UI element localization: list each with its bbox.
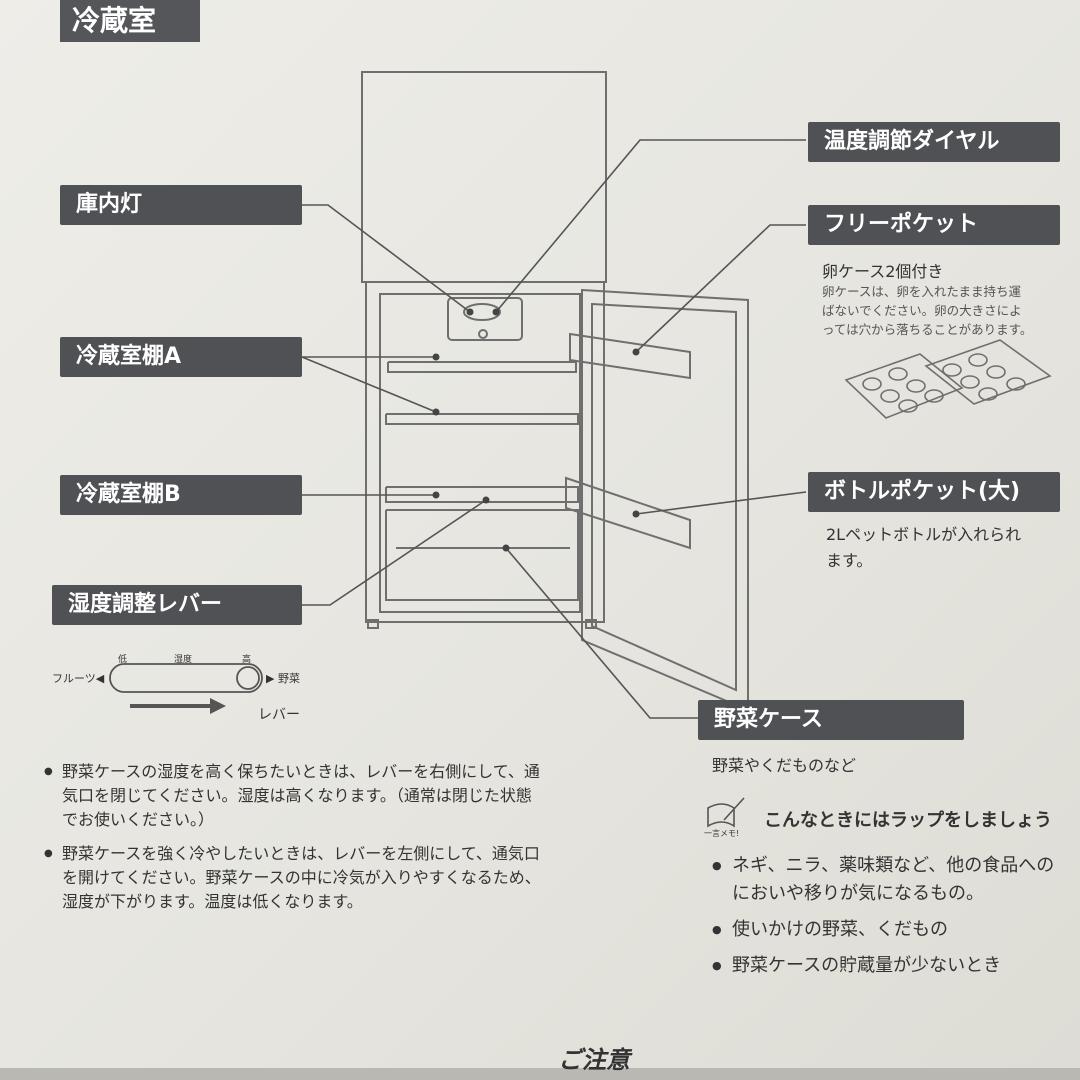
memo-item: 使いかけの野菜、くだもの: [712, 916, 1062, 944]
memo-item: 野菜ケースの貯蔵量が少ないとき: [712, 952, 1062, 980]
humidity-instructions: 野菜ケースの湿度を高く保ちたいときは、レバーを右側にして、通気口を閉じてください…: [44, 760, 544, 924]
label-shelf-b: 冷蔵室棚B: [60, 475, 302, 515]
memo-icon-label: 一言メモ!: [704, 829, 740, 838]
lever-right-label: ▶ 野菜: [266, 672, 300, 685]
lever-low-label: 低: [118, 655, 128, 665]
memo-list: ネギ、ニラ、薬味類など、他の食品への においや移りが気になるもの。 使いかけの野…: [712, 852, 1062, 988]
lever-high-label: 高: [242, 655, 252, 665]
bullet-item: 野菜ケースを強く冷やしたいときは、レバーを左側にして、通気口を開けてください。野…: [44, 842, 544, 914]
caution-title: ご注意: [558, 1046, 630, 1074]
section-title: 冷蔵室: [60, 0, 200, 42]
egg-tray-illustration: [844, 339, 1052, 419]
memo-icon: [707, 797, 745, 828]
free-pocket-sub: 卵ケース2個付き: [822, 262, 944, 281]
lever-caption: レバー: [258, 707, 300, 723]
free-pocket-note: 卵ケースは、卵を入れたまま持ち運 ばないでください。卵の大きさによ っては穴から…: [822, 284, 1033, 337]
label-humidity-lever: 湿度調整レバー: [52, 585, 302, 625]
label-interior-light: 庫内灯: [60, 185, 302, 225]
label-free-pocket: フリーポケット: [808, 205, 1060, 245]
bullet-item: 野菜ケースの湿度を高く保ちたいときは、レバーを右側にして、通気口を閉じてください…: [44, 760, 544, 832]
lever-diagram-shape: [109, 663, 263, 693]
memo-title: こんなときにはラップをしましょう: [764, 810, 1052, 831]
label-bottle-pocket: ボトルポケット(大): [808, 472, 1060, 512]
memo-item: ネギ、ニラ、薬味類など、他の食品への においや移りが気になるもの。: [712, 852, 1062, 908]
vegetable-case-sub: 野菜やくだものなど: [712, 756, 857, 775]
lever-left-label: フルーツ◀: [52, 672, 105, 685]
label-temp-dial: 温度調節ダイヤル: [808, 122, 1060, 162]
bottle-pocket-note: 2Lペットボトルが入れられ ます。: [826, 525, 1022, 570]
label-shelf-a: 冷蔵室棚A: [60, 337, 302, 377]
label-vegetable-case: 野菜ケース: [698, 700, 964, 740]
lever-humidity-label: 湿度: [174, 655, 193, 665]
